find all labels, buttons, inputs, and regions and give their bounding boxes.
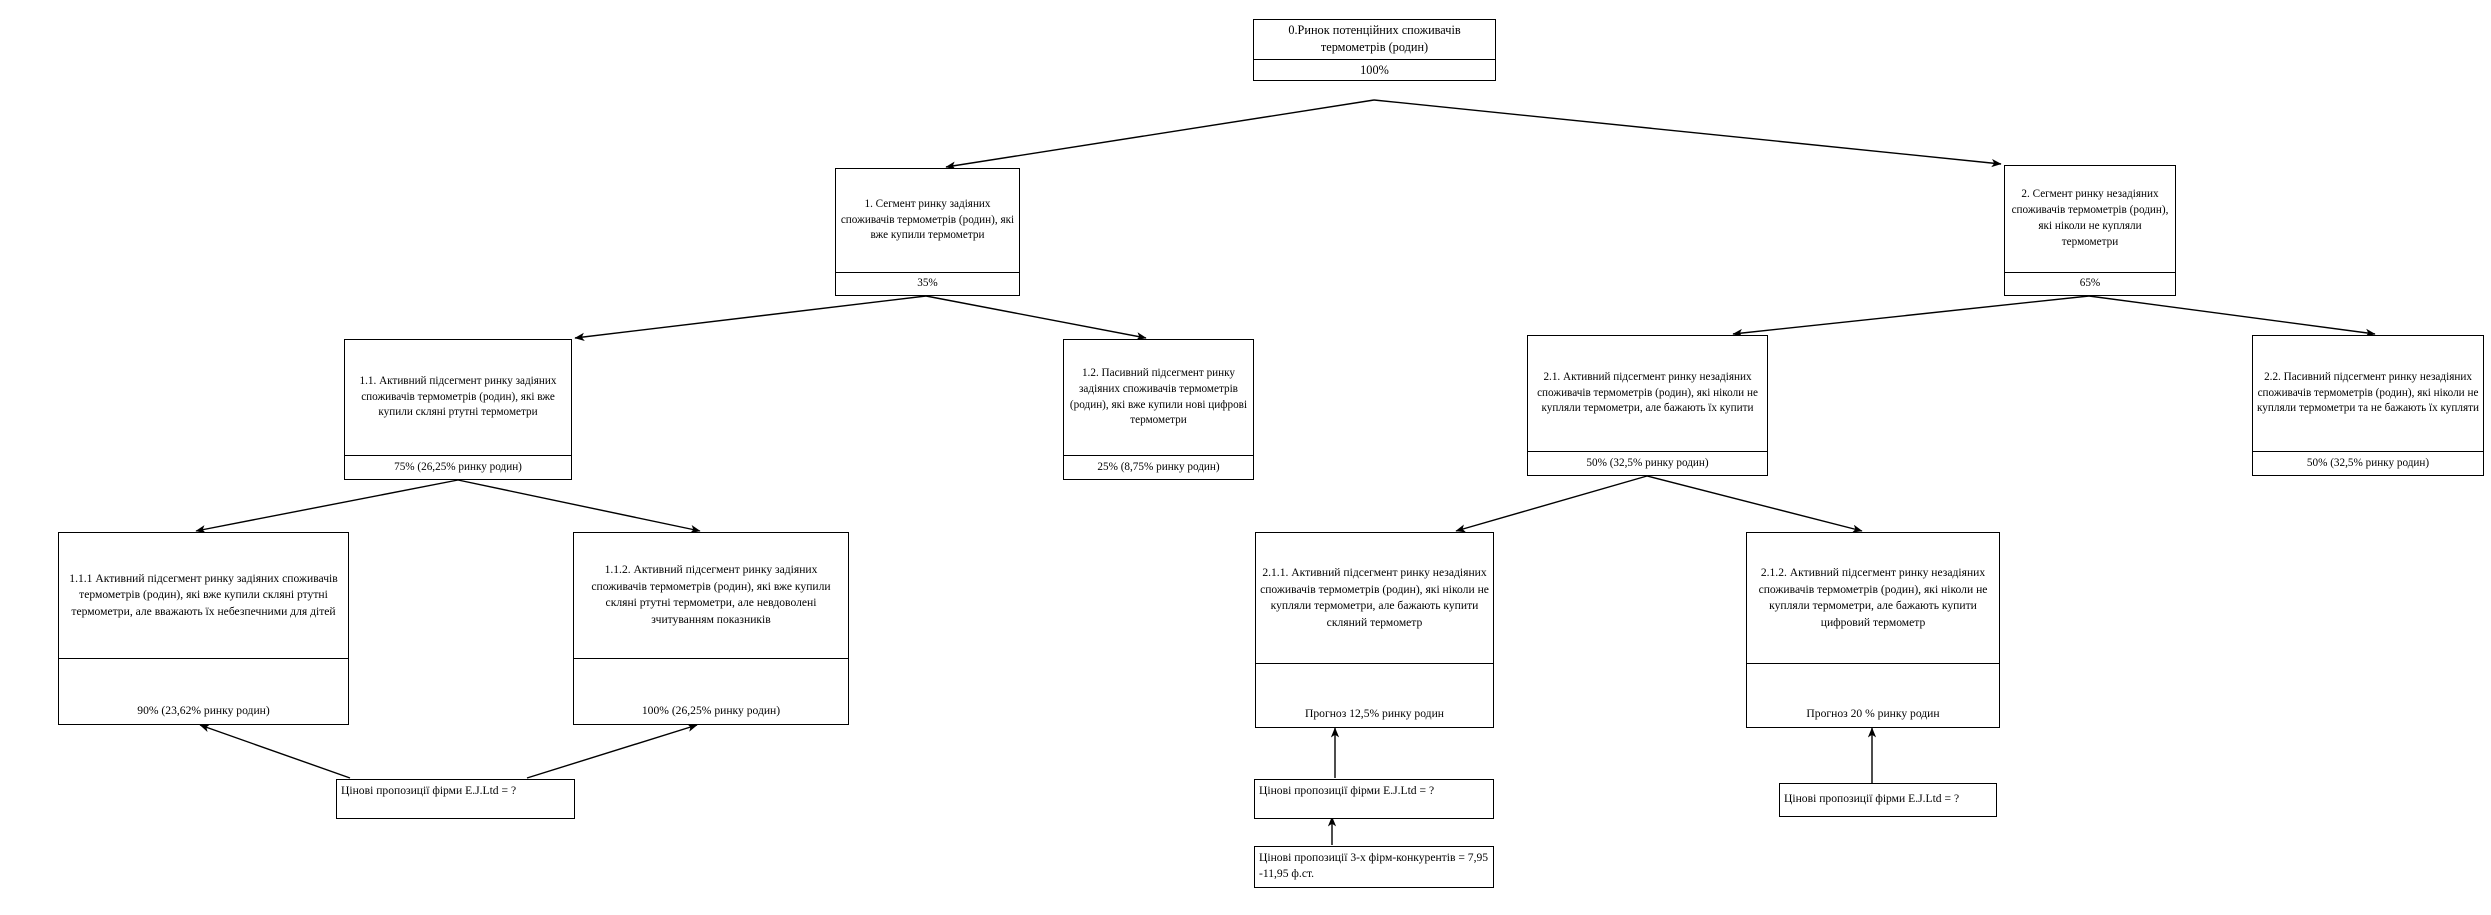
edge-1-to-1-2 [925, 295, 1147, 341]
price-box-competitors[interactable]: Цінові пропозиції 3-х фірм-конкурентів =… [1254, 846, 1494, 888]
edge-2-1-to-2-1-1 [1455, 475, 1648, 533]
node-1-1-label: 1.1. Активний підсегмент ринку задіяних … [359, 374, 557, 419]
node-1-1-2-active-subsegment[interactable]: 1.1.2. Активний підсегмент ринку задіяни… [573, 532, 849, 725]
node-2-label: 2. Сегмент ринку незадіяних споживачів т… [2011, 188, 2169, 248]
node-2-2-value: 50% (32,5% ринку родин) [2253, 451, 2483, 475]
edge-2-1-to-2-1-2 [1646, 475, 1863, 533]
price-box-left-label: Цінові пропозиції фірми E.J.Ltd = ? [341, 784, 517, 797]
node-2-1-2-active-subsegment[interactable]: 2.1.2. Активний підсегмент ринку незадія… [1746, 532, 2000, 728]
node-2-1-active-subsegment[interactable]: 2.1. Активний підсегмент ринку незадіяни… [1527, 335, 1768, 476]
node-2-1-2-label: 2.1.2. Активний підсегмент ринку незадія… [1758, 566, 1988, 629]
edge-1-1-to-1-1-2 [457, 479, 701, 534]
node-2-1-label: 2.1. Активний підсегмент ринку незадіяни… [1537, 370, 1758, 415]
node-1-engaged-segment[interactable]: 1. Сегмент ринку задіяних споживачів тер… [835, 168, 1020, 296]
node-2-2-passive-subsegment[interactable]: 2.2. Пасивний підсегмент ринку незадіяни… [2252, 335, 2484, 476]
node-2-1-value: 50% (32,5% ринку родин) [1528, 451, 1767, 475]
node-1-1-2-label: 1.1.2. Активний підсегмент ринку задіяни… [591, 563, 831, 626]
node-1-2-passive-subsegment[interactable]: 1.2. Пасивний підсегмент ринку задіяних … [1063, 339, 1254, 480]
node-2-unengaged-segment[interactable]: 2. Сегмент ринку незадіяних споживачів т… [2004, 165, 2176, 296]
node-2-1-1-value: Прогноз 12,5% ринку родин [1256, 663, 1493, 727]
node-1-label: 1. Сегмент ринку задіяних споживачів тер… [840, 197, 1015, 242]
node-2-value: 65% [2005, 272, 2175, 295]
edge-1-to-1-1 [574, 295, 927, 341]
node-1-value: 35% [836, 272, 1019, 295]
node-2-1-2-value: Прогноз 20 % ринку родин [1747, 663, 1999, 727]
node-1-2-value: 25% (8,75% ринку родин) [1064, 455, 1253, 479]
node-2-1-1-label: 2.1.1. Активний підсегмент ринку незадія… [1260, 566, 1489, 629]
edge-1-1-to-1-1-1 [195, 479, 459, 534]
node-1-1-1-active-subsegment[interactable]: 1.1.1 Активний підсегмент ринку задіяних… [58, 532, 349, 725]
price-box-mid-ejltd[interactable]: Цінові пропозиції фірми E.J.Ltd = ? [1254, 779, 1494, 819]
price-box-competitors-label: Цінові пропозиції 3-х фірм-конкурентів =… [1259, 851, 1489, 881]
edge-price-left-to-1-1-1 [199, 724, 351, 779]
node-2-1-1-active-subsegment[interactable]: 2.1.1. Активний підсегмент ринку незадія… [1255, 532, 1494, 728]
node-0-market-root[interactable]: 0.Ринок потенційних споживачів термометр… [1253, 19, 1496, 81]
edge-root-to-2 [1373, 99, 2002, 168]
node-1-1-1-label: 1.1.1 Активний підсегмент ринку задіяних… [69, 571, 338, 618]
price-box-right-label: Цінові пропозиції фірми E.J.Ltd = ? [1784, 792, 1960, 805]
price-box-right-ejltd[interactable]: Цінові пропозиції фірми E.J.Ltd = ? [1779, 783, 1997, 817]
edge-root-to-1 [945, 99, 1375, 170]
edge-2-to-2-1 [1732, 295, 2090, 338]
price-box-left-ejltd[interactable]: Цінові пропозиції фірми E.J.Ltd = ? [336, 779, 575, 819]
edge-price-left-to-1-1-2 [526, 723, 698, 779]
node-0-label: 0.Ринок потенційних споживачів термометр… [1288, 23, 1461, 55]
price-box-mid-label: Цінові пропозиції фірми E.J.Ltd = ? [1259, 784, 1435, 797]
node-2-2-label: 2.2. Пасивний підсегмент ринку незадіяни… [2257, 370, 2479, 415]
node-1-1-2-value: 100% (26,25% ринку родин) [574, 657, 848, 724]
node-0-value: 100% [1254, 58, 1495, 80]
node-1-1-value: 75% (26,25% ринку родин) [345, 455, 571, 479]
node-1-2-label: 1.2. Пасивний підсегмент ринку задіяних … [1069, 366, 1248, 427]
node-1-1-1-value: 90% (23,62% ринку родин) [59, 657, 348, 724]
node-1-1-active-subsegment[interactable]: 1.1. Активний підсегмент ринку задіяних … [344, 339, 572, 480]
edge-2-to-2-2 [2088, 295, 2376, 337]
